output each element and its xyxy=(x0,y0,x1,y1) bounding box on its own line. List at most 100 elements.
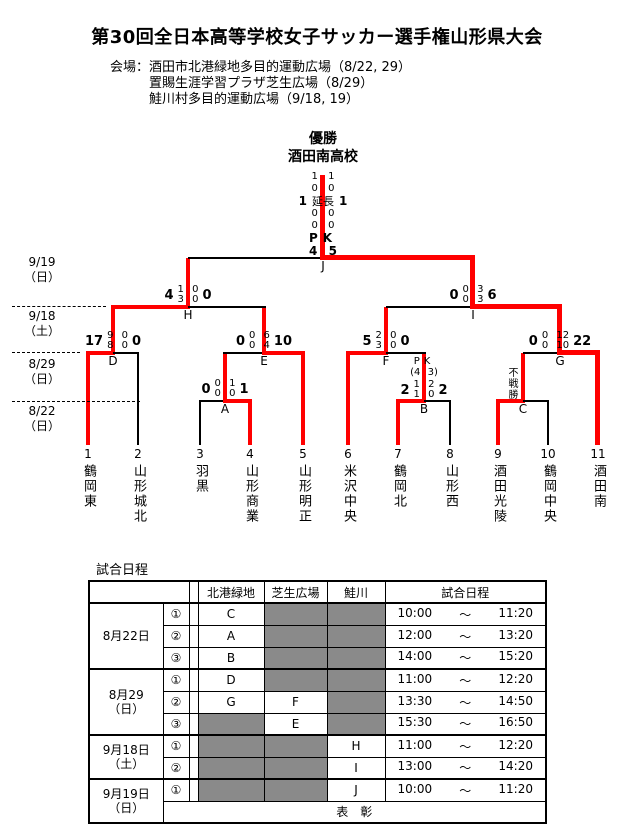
header-venue-2: 芝生広場 xyxy=(263,580,328,604)
bracket-line xyxy=(188,257,322,259)
schedule-header-row: 北港緑地 芝生広場 鮭川 試合日程 xyxy=(88,580,547,604)
closed-cell xyxy=(263,646,328,670)
final-score: 1 1 0 0 1 延長 1 0 0 0 0 PK 4 5 xyxy=(298,171,348,258)
bracket-line xyxy=(186,258,190,307)
time-cell: 10:00～11:20 xyxy=(384,602,547,626)
time-cell: 10:00～11:20 xyxy=(384,778,547,802)
time-cell: 12:00～13:20 xyxy=(384,624,547,648)
match-no: ② xyxy=(162,624,190,648)
closed-cell xyxy=(263,668,328,692)
closed-cell xyxy=(263,624,328,648)
header-time: 試合日程 xyxy=(384,580,547,604)
bracket-line xyxy=(384,307,388,353)
champion-name: 酒田南高校 xyxy=(288,149,358,165)
venue-cell: A xyxy=(197,624,265,648)
date-cell: 8月22日 xyxy=(88,602,164,670)
venue-cell: C xyxy=(197,602,265,626)
schedule-row: 8月29（日） ① D 11:00～12:20 xyxy=(88,668,547,736)
time-cell: 13:30～14:50 xyxy=(384,690,547,714)
bracket-line xyxy=(470,258,475,307)
champion-line xyxy=(320,175,325,258)
round-date: 8/22（日） xyxy=(23,404,60,433)
schedule-row: 表 彰 xyxy=(89,800,547,824)
schedule-heading: 試合日程 xyxy=(96,563,149,578)
closed-cell xyxy=(326,646,386,670)
time-cell: 11:00～12:20 xyxy=(384,734,547,758)
schedule-row: 8月22日 ① C 10:00～11:20 xyxy=(88,602,547,670)
closed-cell xyxy=(326,602,386,626)
closed-cell xyxy=(326,624,386,648)
venue-cell: G xyxy=(197,690,265,714)
bracket-line xyxy=(199,400,225,402)
bracket-line xyxy=(424,400,451,402)
venue-cell: E xyxy=(263,712,328,736)
date-separator xyxy=(12,352,80,353)
time-cell: 15:30～16:50 xyxy=(384,712,547,736)
bracket-line xyxy=(449,401,451,445)
closed-cell xyxy=(197,712,265,736)
bracket-line xyxy=(496,401,500,445)
match-no: ③ xyxy=(162,646,190,670)
bracket-line xyxy=(301,353,305,445)
date-cell: 8月29（日） xyxy=(88,668,164,736)
venue-cell: F xyxy=(263,690,328,714)
venue-cell: I xyxy=(326,756,386,780)
bracket-line xyxy=(262,307,266,353)
venue-cell: J xyxy=(326,778,386,802)
schedule-row: ② G F 13:30～14:50 xyxy=(89,690,547,714)
venue-cell: D xyxy=(197,668,265,692)
match-no: ③ xyxy=(162,712,190,736)
venue-cell: B xyxy=(197,646,265,670)
bracket-line xyxy=(248,401,252,445)
bracket-line xyxy=(320,255,475,260)
date-cell: 9月19日（日） xyxy=(88,778,164,824)
time-cell: 11:00～12:20 xyxy=(384,668,547,692)
bracket-line xyxy=(111,305,190,309)
champion-block: 優勝 酒田南高校 xyxy=(253,130,393,166)
closed-cell xyxy=(197,778,265,802)
header-empty xyxy=(188,580,199,604)
round-date: 8/29（日） xyxy=(23,357,60,386)
match-label-G: G xyxy=(555,354,565,368)
match-label-J: J xyxy=(321,259,325,273)
schedule-table: 北港緑地 芝生広場 鮭川 試合日程 8月22日 ① C 10:00～11:20 … xyxy=(88,580,547,824)
match-label-I: I xyxy=(471,308,475,322)
match-label-F: F xyxy=(382,354,390,368)
date-cell: 9月18日（土） xyxy=(88,734,164,780)
schedule-row: 9月19日（日） ① J 10:00～11:20 xyxy=(88,778,547,824)
header-venue-3: 鮭川 xyxy=(326,580,386,604)
bracket-line xyxy=(262,351,305,355)
bracket-line xyxy=(111,307,115,353)
venue-info: 会場： 酒田市北港緑地多目的運動広場（8/22, 29） 置賜生涯学習プラザ芝生… xyxy=(110,60,411,108)
bracket-line xyxy=(496,399,525,403)
match-label-A: A xyxy=(220,402,230,416)
walkover-note: 不戦勝 xyxy=(506,367,517,400)
match-label-C: C xyxy=(518,402,528,416)
match-no: ① xyxy=(162,668,190,692)
bracket-line xyxy=(346,351,388,355)
page-title: 第30回全日本高等学校女子サッカー選手権山形県大会 xyxy=(91,27,543,48)
time-cell: 14:00～15:20 xyxy=(384,646,547,670)
closed-cell xyxy=(263,602,328,626)
venue-line: 置賜生涯学習プラザ芝生広場（8/29） xyxy=(149,76,374,91)
venue-cell: H xyxy=(326,734,386,758)
bracket-line xyxy=(199,401,201,445)
bracket-line xyxy=(188,306,266,308)
closed-cell xyxy=(197,734,265,758)
bracket-line xyxy=(547,401,549,445)
closed-cell xyxy=(197,756,265,780)
round-date: 9/19（日） xyxy=(23,255,60,284)
bracket-line xyxy=(223,399,252,403)
match-label-H: H xyxy=(183,308,193,322)
